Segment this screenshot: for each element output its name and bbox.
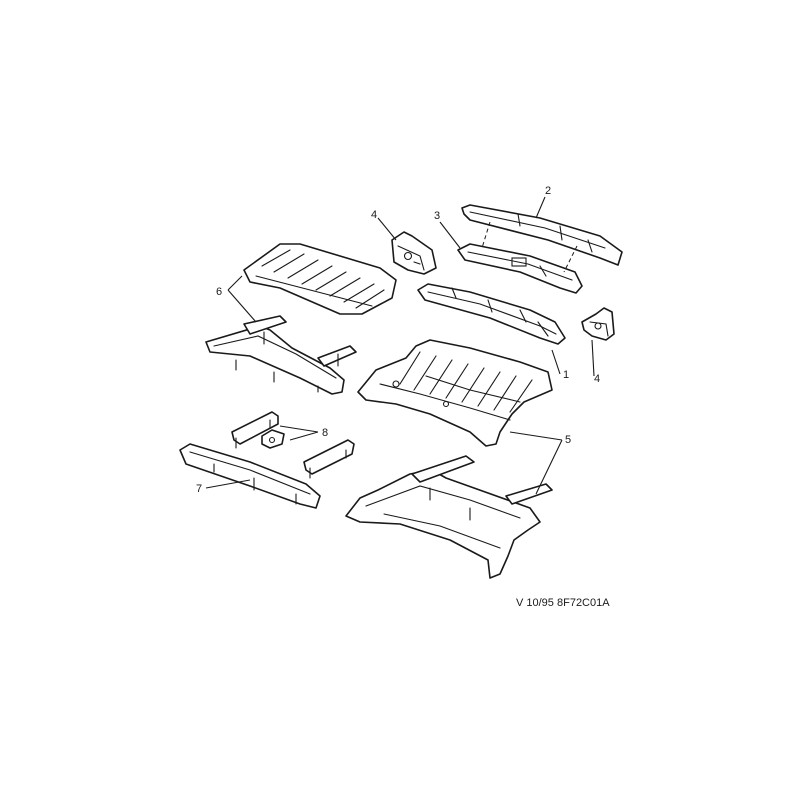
part-5-central-floor bbox=[357, 339, 553, 447]
part-4-right-bracket bbox=[581, 307, 615, 341]
callout-5: 5 bbox=[565, 434, 571, 446]
callout-4-left: 4 bbox=[371, 209, 377, 221]
part-2-cross-member bbox=[461, 204, 623, 266]
callout-7: 7 bbox=[196, 483, 202, 495]
leader-lines bbox=[205, 196, 595, 495]
callout-2: 2 bbox=[545, 185, 551, 197]
callout-8: 8 bbox=[322, 427, 328, 439]
callout-4-right: 4 bbox=[594, 373, 600, 385]
callout-6: 6 bbox=[216, 286, 222, 298]
part-1-rear-cross-member bbox=[417, 283, 566, 345]
part-6-frame bbox=[205, 315, 357, 395]
alignment-line-right bbox=[563, 245, 578, 273]
callout-labels: 2 3 4 4 1 6 5 8 7 bbox=[196, 185, 600, 495]
part-3-reinforcement bbox=[457, 243, 583, 294]
version-label: V 10/95 bbox=[516, 597, 554, 609]
part-6-floor-panel bbox=[243, 243, 397, 315]
callout-1: 1 bbox=[563, 369, 569, 381]
drawing-code: 8F72C01A bbox=[556, 597, 610, 609]
reference-code: V 10/95 8F72C01A bbox=[516, 597, 610, 609]
callout-3: 3 bbox=[434, 210, 440, 222]
part-8-brackets bbox=[231, 411, 355, 479]
part-5-lower-frame bbox=[345, 455, 553, 579]
part-7-beam bbox=[179, 443, 321, 509]
alignment-line-left bbox=[481, 221, 491, 249]
part-4-left-bracket bbox=[391, 231, 437, 275]
